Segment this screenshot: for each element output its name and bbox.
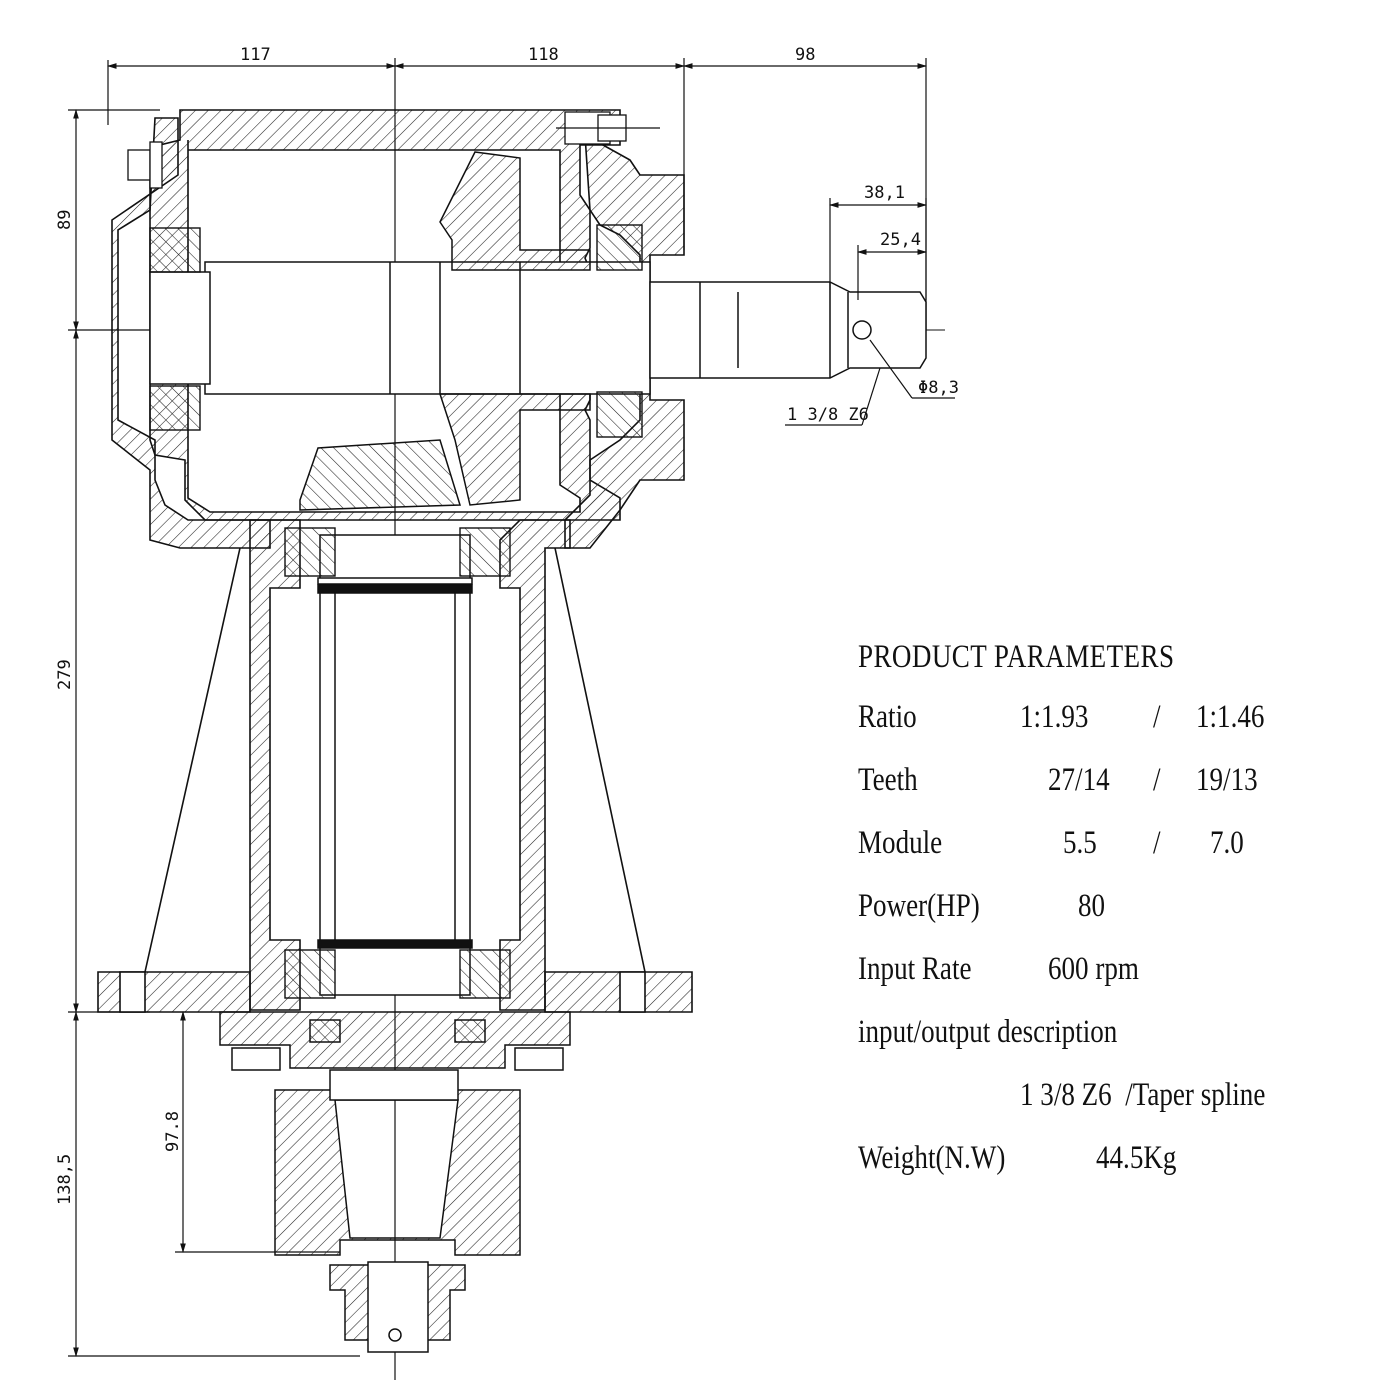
lower-housing: [97, 519, 693, 1013]
shaft-dimensions: [785, 198, 955, 426]
dim-279: 279: [55, 659, 75, 690]
dim-138-5: 138,5: [55, 1154, 75, 1205]
dim-117: 117: [240, 45, 271, 65]
dim-118: 118: [528, 45, 559, 65]
dim-spline-label: 1 3/8 Z6: [787, 405, 869, 425]
module-value-b: 7.0: [1210, 825, 1244, 861]
ratio-value-a: 1:1.93: [1020, 699, 1089, 735]
output-bearings: [284, 527, 511, 999]
weight-value: 44.5Kg: [1096, 1140, 1177, 1176]
left-bolt-icon: [127, 141, 163, 189]
input-rate-label: Input Rate: [858, 951, 972, 987]
input-rate-row: Input Rate 600 rpm: [858, 938, 1388, 1001]
dim-hole-dia: Φ8,3: [918, 378, 959, 398]
teeth-value-a: 27/14: [1048, 762, 1110, 798]
power-label: Power(HP): [858, 888, 980, 924]
dim-98: 98: [795, 45, 815, 65]
power-row: Power(HP) 80: [858, 875, 1388, 938]
dim-89: 89: [55, 210, 75, 230]
bottom-seal-cap: [219, 1011, 571, 1071]
dim-38-1: 38,1: [864, 183, 905, 203]
parameters-title: PRODUCT PARAMETERS: [858, 639, 1175, 675]
teeth-separator: /: [1153, 762, 1161, 798]
io-description-value: 1 3/8 Z6 /Taper spline: [1020, 1077, 1266, 1113]
ratio-label: Ratio: [858, 699, 917, 735]
teeth-row: Teeth 27/14 / 19/13: [858, 749, 1388, 812]
io-description-label: input/output description: [858, 1014, 1118, 1050]
weight-row: Weight(N.W) 44.5Kg: [858, 1127, 1388, 1190]
io-value-row: 1 3/8 Z6 /Taper spline: [858, 1064, 1388, 1127]
module-value-a: 5.5: [1063, 825, 1097, 861]
io-description-row: input/output description: [858, 1001, 1388, 1064]
input-shaft: [149, 261, 927, 395]
output-shaft: [317, 534, 473, 996]
ratio-row: Ratio 1:1.93 / 1:1.46: [858, 686, 1388, 749]
bevel-gear: [299, 151, 591, 511]
module-row: Module 5.5 / 7.0: [858, 812, 1388, 875]
module-label: Module: [858, 825, 943, 861]
input-bearings: [149, 224, 643, 438]
teeth-label: Teeth: [858, 762, 918, 798]
ratio-value-b: 1:1.46: [1196, 699, 1265, 735]
taper-hub: [274, 1069, 521, 1353]
teeth-value-b: 19/13: [1196, 762, 1258, 798]
top-bolt-icon: [556, 111, 660, 145]
weight-label: Weight(N.W): [858, 1140, 1006, 1176]
dim-97-8: 97.8: [163, 1111, 183, 1152]
product-parameters: PRODUCT PARAMETERS Ratio 1:1.93 / 1:1.46…: [858, 628, 1388, 1190]
input-rate-value: 600 rpm: [1048, 951, 1139, 987]
dim-25-4: 25,4: [880, 230, 921, 250]
module-separator: /: [1153, 825, 1161, 861]
ratio-separator: /: [1153, 699, 1161, 735]
power-value: 80: [1078, 888, 1106, 924]
